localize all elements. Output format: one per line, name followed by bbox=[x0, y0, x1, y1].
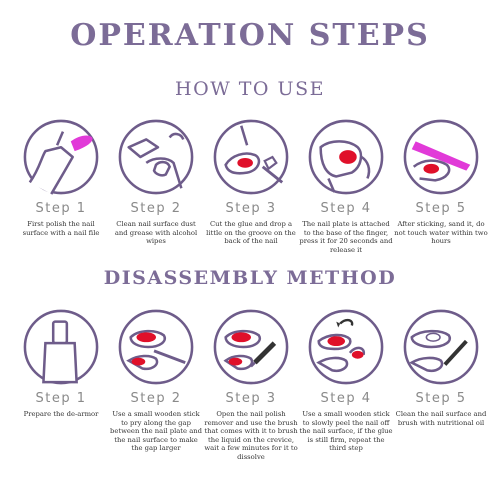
dis-step-5: Step 5 Clean the nail surface and brush … bbox=[393, 308, 489, 427]
step-label: Step 4 bbox=[320, 201, 372, 216]
nail-file-icon bbox=[23, 119, 99, 195]
step-label: Step 1 bbox=[35, 201, 87, 216]
peel-nail-icon bbox=[308, 309, 384, 385]
step-description: Prepare the de-armor bbox=[23, 410, 99, 418]
glue-drop-icon bbox=[213, 119, 289, 195]
how-step-4: Step 4 The nail plate is attached to the… bbox=[298, 118, 394, 254]
step-label: Step 5 bbox=[415, 201, 467, 216]
step-label: Step 2 bbox=[130, 391, 182, 406]
how-to-use-title: HOW TO USE bbox=[175, 78, 325, 100]
step-description: After sticking, sand it, do not touch wa… bbox=[394, 220, 488, 246]
step-description: Cut the glue and drop a little on the gr… bbox=[206, 220, 296, 246]
step-description: First polish the nail surface with a nai… bbox=[22, 220, 100, 237]
how-step-1: Step 1 First polish the nail surface wit… bbox=[13, 118, 109, 237]
how-to-use-steps: Step 1 First polish the nail surface wit… bbox=[0, 118, 500, 308]
how-step-3: Step 3 Cut the glue and drop a little on… bbox=[203, 118, 299, 246]
step-label: Step 1 bbox=[35, 391, 87, 406]
how-step-2: Step 2 Clean nail surface dust and greas… bbox=[108, 118, 204, 246]
dis-step-3: Step 3 Open the nail polish remover and … bbox=[203, 308, 299, 462]
sand-nail-icon bbox=[403, 119, 479, 195]
dis-step-2: Step 2 Use a small wooden stick to pry a… bbox=[108, 308, 204, 453]
wooden-stick-pry-icon bbox=[118, 309, 194, 385]
step-description: Use a small wooden stick to slowly peel … bbox=[299, 410, 393, 453]
step-label: Step 3 bbox=[225, 201, 277, 216]
disassembly-title: DISASSEMBLY METHOD bbox=[103, 267, 397, 289]
step-label: Step 4 bbox=[320, 391, 372, 406]
press-nail-icon bbox=[308, 119, 384, 195]
step-description: Clean nail surface dust and grease with … bbox=[114, 220, 198, 246]
brush-remover-icon bbox=[213, 309, 289, 385]
alcohol-wipe-icon bbox=[118, 119, 194, 195]
step-label: Step 3 bbox=[225, 391, 277, 406]
page-title: OPERATION STEPS bbox=[70, 18, 430, 53]
dis-step-1: Step 1 Prepare the de-armor bbox=[13, 308, 109, 419]
step-description: Open the nail polish remover and use the… bbox=[204, 410, 298, 461]
step-description: Clean the nail surface and brush with nu… bbox=[395, 410, 487, 427]
nutritional-oil-icon bbox=[403, 309, 479, 385]
dis-step-4: Step 4 Use a small wooden stick to slowl… bbox=[298, 308, 394, 453]
disassembly-steps: Step 1 Prepare the de-armor Step 2 Use a… bbox=[0, 308, 500, 498]
step-label: Step 5 bbox=[415, 391, 467, 406]
step-description: The nail plate is attached to the base o… bbox=[299, 220, 393, 254]
step-description: Use a small wooden stick to pry along th… bbox=[109, 410, 202, 453]
how-step-5: Step 5 After sticking, sand it, do not t… bbox=[393, 118, 489, 246]
remover-bottle-icon bbox=[23, 309, 99, 385]
step-label: Step 2 bbox=[130, 201, 182, 216]
